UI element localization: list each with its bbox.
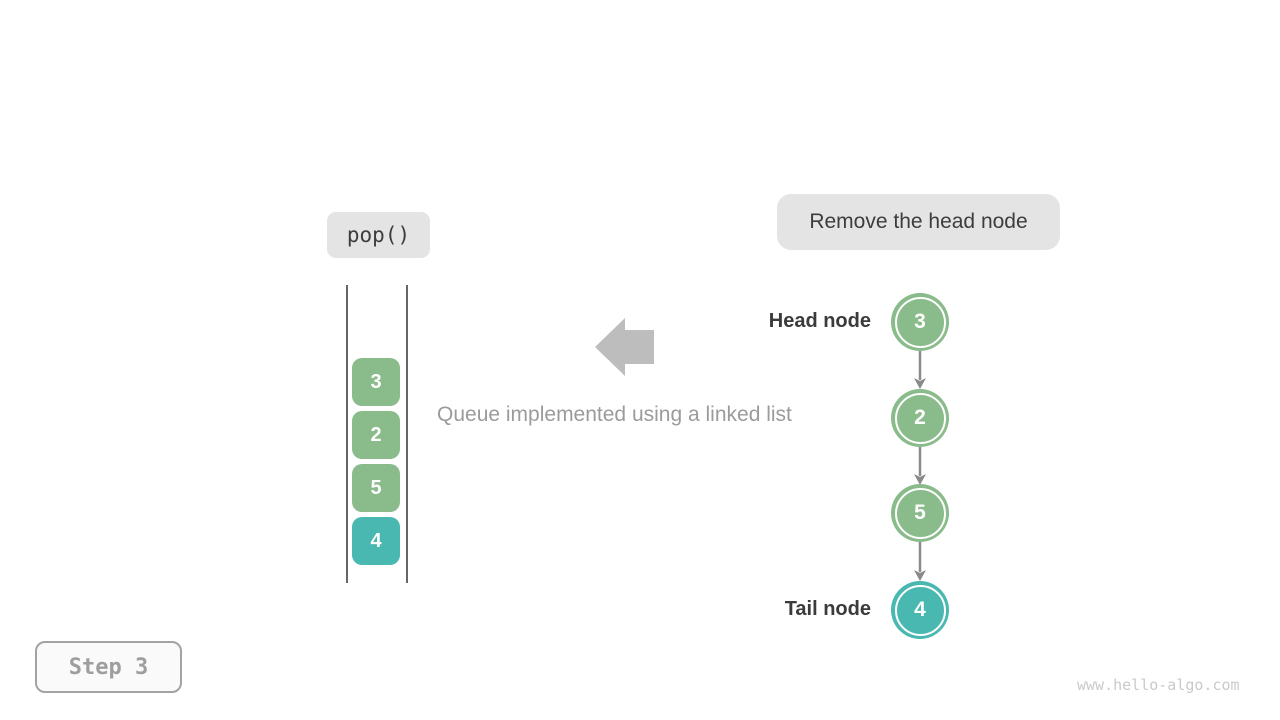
queue-item-value: 2 [370,423,382,446]
queue-item-value: 5 [370,476,382,499]
operation-label: pop() [327,212,430,258]
queue-wall-left [346,285,348,583]
queue-item-tail: 4 [352,517,400,565]
queue-wall-right [406,285,408,583]
step-badge: Step 3 [35,641,182,693]
list-node-value: 5 [894,487,946,539]
queue-item: 3 [352,358,400,406]
list-node: 2 [891,389,949,447]
queue-item-value: 4 [370,529,382,552]
head-node-label: Head node [768,310,871,332]
left-arrow-icon [595,318,654,376]
tail-node-label: Tail node [784,598,871,620]
list-node-value: 2 [894,392,946,444]
list-node-head: 3 [891,293,949,351]
step-badge-text: Step 3 [68,654,149,680]
list-node: 5 [891,484,949,542]
list-node-value: 4 [894,584,946,636]
queue-item-value: 3 [370,370,382,393]
list-node-tail: 4 [891,581,949,639]
operation-label-text: pop() [346,223,411,247]
action-label: Remove the head node [777,194,1060,250]
list-node-value: 3 [894,296,946,348]
arrow-down-icon [914,542,926,581]
queue-item: 2 [352,411,400,459]
watermark-text: www.hello-algo.com [1077,676,1240,694]
arrow-down-icon [914,351,926,389]
action-label-text: Remove the head node [809,210,1028,233]
arrow-down-icon [914,447,926,485]
caption-text: Queue implemented using a linked list [437,403,792,426]
queue-item: 5 [352,464,400,512]
